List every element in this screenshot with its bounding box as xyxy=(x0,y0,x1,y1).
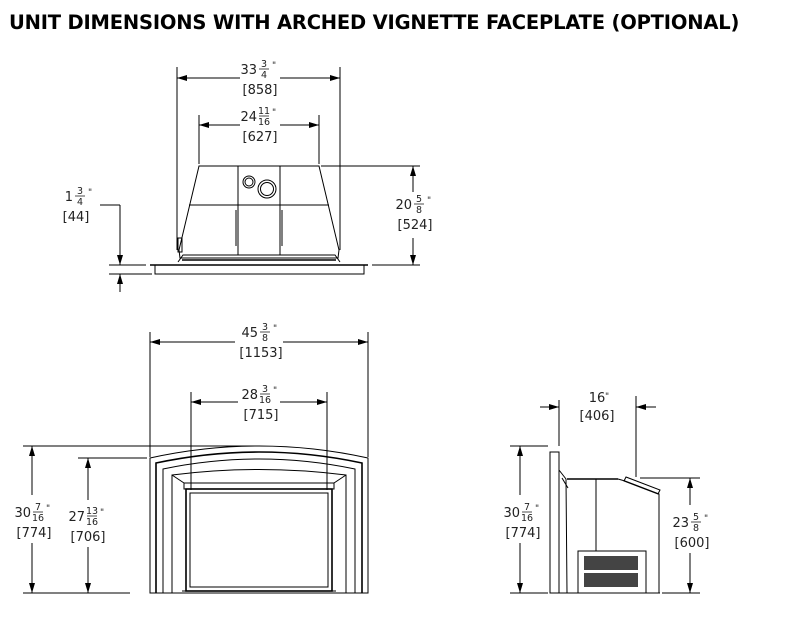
dim-label-top-depth: 20 58 " [524] xyxy=(395,194,432,233)
dim-whole: 33 xyxy=(240,63,257,78)
inch-mark: " xyxy=(100,508,104,518)
dim-metric: [706] xyxy=(71,530,106,545)
inch-mark: " xyxy=(46,504,50,514)
side-unit-body xyxy=(549,451,661,594)
side-view xyxy=(510,396,700,594)
dim-metric: [774] xyxy=(506,526,541,541)
dim-label-front-overall-height: 30 716" [774] xyxy=(14,502,51,541)
dim-numerator: 5 xyxy=(416,194,422,205)
top-view-unit-body xyxy=(177,165,341,263)
dim-numerator: 3 xyxy=(262,322,268,333)
dim-whole: 30 xyxy=(14,506,31,521)
dim-whole: 28 xyxy=(241,388,258,403)
inch-mark: " xyxy=(88,188,92,198)
dim-metric: [44] xyxy=(63,210,90,225)
dim-label-front-opening-width: 28 316" [715] xyxy=(241,384,278,423)
dim-numerator: 3 xyxy=(77,186,83,197)
dim-metric: [1153] xyxy=(239,346,282,361)
page-title: UNIT DIMENSIONS WITH ARCHED VIGNETTE FAC… xyxy=(9,11,740,34)
inch-mark: " xyxy=(273,386,277,396)
inch-mark: " xyxy=(704,514,708,524)
dim-numerator: 3 xyxy=(261,59,267,70)
dim-label-side-body-height: 23 58 " [600] xyxy=(672,512,709,551)
dim-whole: 45 xyxy=(241,326,258,341)
glass-panel xyxy=(189,492,329,588)
dim-whole: 23 xyxy=(672,516,689,531)
dim-metric: [406] xyxy=(580,409,615,424)
dim-denominator: 16 xyxy=(86,517,98,528)
inch-mark: " xyxy=(272,108,276,118)
inch-mark: " xyxy=(272,61,276,71)
dim-denominator: 16 xyxy=(259,395,271,406)
top-view-flange-plate xyxy=(150,264,368,275)
dim-label-side-overall-height: 30 716" [774] xyxy=(503,502,540,541)
dim-denominator: 16 xyxy=(521,513,533,524)
dim-numerator: 7 xyxy=(524,502,530,513)
dim-numerator: 5 xyxy=(693,512,699,523)
dim-numerator: 11 xyxy=(258,106,270,117)
dim-whole: 1 xyxy=(65,190,73,205)
vent-collar-large xyxy=(257,179,277,199)
dim-denominator: 4 xyxy=(77,197,83,208)
dim-denominator: 8 xyxy=(416,205,422,216)
dim-numerator: 13 xyxy=(86,506,98,517)
dim-whole: 20 xyxy=(395,198,412,213)
dim-whole: 30 xyxy=(503,506,520,521)
inch-mark: " xyxy=(273,324,277,334)
dim-denominator: 8 xyxy=(693,523,699,534)
dim-label-front-overall-width: 45 38 " [1153] xyxy=(239,322,282,361)
inch-mark: " xyxy=(605,392,609,402)
inch-mark: " xyxy=(427,196,431,206)
dim-numerator: 3 xyxy=(262,384,268,395)
dim-whole: 24 xyxy=(240,110,257,125)
dim-label-side-depth: 16" [406] xyxy=(580,391,615,424)
top-view xyxy=(100,67,420,292)
dim-metric: [858] xyxy=(243,83,278,98)
vent-collar-small xyxy=(242,175,256,189)
dim-numerator: 7 xyxy=(35,502,41,513)
inch-mark: " xyxy=(535,504,539,514)
dim-whole: 27 xyxy=(68,510,85,525)
front-view xyxy=(23,332,369,594)
dim-denominator: 16 xyxy=(32,513,44,524)
arched-faceplate xyxy=(149,445,369,594)
firebox-opening xyxy=(182,482,336,592)
dim-metric: [524] xyxy=(398,218,433,233)
dim-metric: [774] xyxy=(17,526,52,541)
dim-denominator: 4 xyxy=(261,70,267,81)
dim-metric: [600] xyxy=(675,536,710,551)
control-vent-box xyxy=(577,550,647,594)
dim-denominator: 8 xyxy=(262,333,268,344)
dim-metric: [715] xyxy=(244,408,279,423)
dim-denominator: 16 xyxy=(258,117,270,128)
dim-whole: 16 xyxy=(589,391,606,406)
dim-metric: [627] xyxy=(243,130,278,145)
